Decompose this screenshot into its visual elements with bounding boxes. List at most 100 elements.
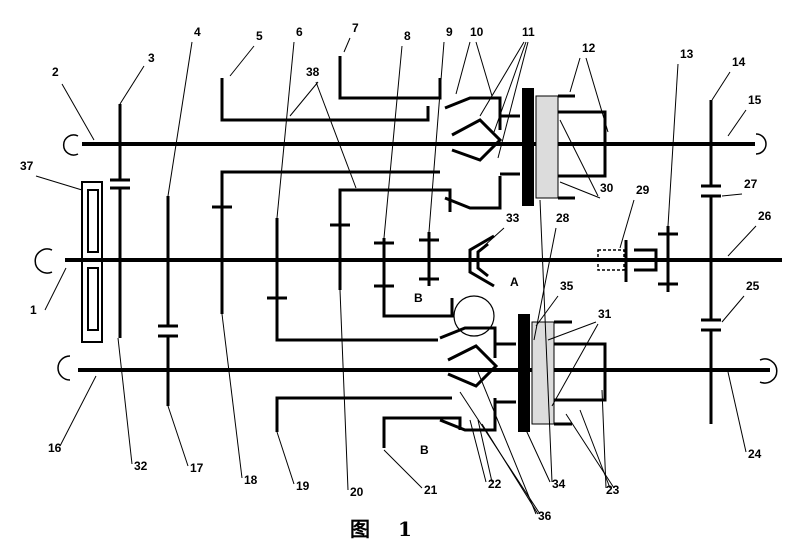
leader-31-0 — [547, 321, 597, 341]
callout-3: 3 — [148, 51, 155, 65]
callout-16: 16 — [48, 441, 62, 455]
callout-31: 31 — [598, 307, 612, 321]
callout-25: 25 — [746, 279, 760, 293]
callout-32: 32 — [134, 459, 148, 473]
callout-36: 36 — [538, 509, 552, 523]
callout-5: 5 — [256, 29, 263, 43]
callout-26: 26 — [758, 209, 772, 223]
callout-18: 18 — [244, 473, 258, 487]
leader-18-0 — [221, 313, 243, 479]
callout-27: 27 — [744, 177, 758, 191]
callout-21: 21 — [424, 483, 438, 497]
callout-20: 20 — [350, 485, 364, 499]
callout-8: 8 — [404, 29, 411, 43]
leader-19-0 — [276, 431, 295, 485]
leader-12-1 — [585, 57, 609, 133]
coupler-29 — [597, 240, 658, 282]
callout-29: 29 — [636, 183, 650, 197]
leader-30-1 — [559, 181, 601, 199]
callout-11: 11 — [522, 25, 535, 39]
callout-38: 38 — [306, 65, 320, 79]
leader-28-0 — [533, 227, 557, 341]
leader-1-0 — [44, 267, 67, 311]
leader-8-0 — [383, 45, 403, 239]
synchronizer-33 — [468, 234, 495, 288]
damper-37 — [81, 181, 103, 343]
leader-15-0 — [727, 109, 747, 137]
leader-23-0 — [601, 389, 607, 489]
callout-2: 2 — [52, 65, 59, 79]
leader-5-0 — [229, 45, 255, 77]
leader-4-0 — [167, 41, 193, 197]
callout-14: 14 — [732, 55, 746, 69]
caption-character: 图 — [350, 517, 370, 541]
leader-9-0 — [428, 41, 445, 233]
callout-19: 19 — [296, 479, 310, 493]
leader-10-1 — [475, 41, 493, 97]
mark-b-lower: B — [420, 443, 429, 457]
callout-23: 23 — [606, 483, 620, 497]
callout-15: 15 — [748, 93, 762, 107]
leader-10-0 — [455, 41, 471, 95]
leader-12-0 — [569, 57, 581, 93]
rotation-arrows — [34, 133, 778, 384]
leader-lines — [35, 37, 757, 515]
leader-17-0 — [167, 405, 189, 467]
callout-17: 17 — [190, 461, 204, 475]
leader-11-1 — [493, 41, 527, 133]
callout-12: 12 — [582, 41, 596, 55]
callout-34: 34 — [552, 477, 566, 491]
leader-37-0 — [35, 175, 83, 191]
leader-36-0 — [477, 371, 537, 515]
leader-22-1 — [477, 419, 493, 483]
leader-2-0 — [61, 83, 95, 141]
leader-20-0 — [339, 289, 349, 491]
leader-24-0 — [727, 371, 747, 453]
callout-24: 24 — [748, 447, 762, 461]
leader-36-2 — [459, 391, 541, 515]
callout-1: 1 — [30, 303, 37, 317]
shafts — [65, 142, 782, 372]
leader-23-2 — [565, 413, 615, 489]
gears — [110, 100, 721, 424]
detail-circle-a — [453, 295, 495, 337]
leader-32-0 — [117, 337, 133, 465]
callout-7: 7 — [352, 21, 359, 35]
leader-7-0 — [343, 37, 351, 53]
leader-22-0 — [469, 419, 487, 483]
callout-22: 22 — [488, 477, 502, 491]
callout-30: 30 — [600, 181, 614, 195]
callout-37: 37 — [20, 159, 34, 173]
callout-28: 28 — [556, 211, 570, 225]
leader-35-0 — [535, 295, 559, 327]
callout-10: 10 — [470, 25, 484, 39]
callout-4: 4 — [194, 25, 201, 39]
mark-a: A — [510, 275, 519, 289]
leader-27-0 — [721, 193, 743, 197]
leader-6-0 — [276, 41, 295, 219]
leader-34-0 — [525, 429, 551, 483]
leader-21-0 — [383, 449, 423, 489]
leader-38-0 — [315, 81, 357, 189]
leader-34-1 — [539, 199, 553, 483]
upper-clutch — [444, 88, 607, 210]
callout-9: 9 — [446, 25, 453, 39]
leader-11-2 — [497, 41, 529, 159]
leader-14-0 — [711, 71, 731, 101]
leader-31-1 — [551, 323, 599, 407]
leader-30-0 — [559, 119, 599, 197]
callout-6: 6 — [296, 25, 303, 39]
leader-29-0 — [619, 199, 635, 249]
callout-33: 33 — [506, 211, 520, 225]
callout-13: 13 — [680, 47, 694, 61]
leader-16-0 — [59, 375, 97, 447]
leader-38-1 — [289, 81, 319, 117]
leader-33-0 — [483, 227, 505, 247]
leader-26-0 — [727, 225, 757, 257]
hollow-shafts — [220, 56, 462, 448]
callout-35: 35 — [560, 279, 574, 293]
leader-11-0 — [479, 41, 525, 117]
